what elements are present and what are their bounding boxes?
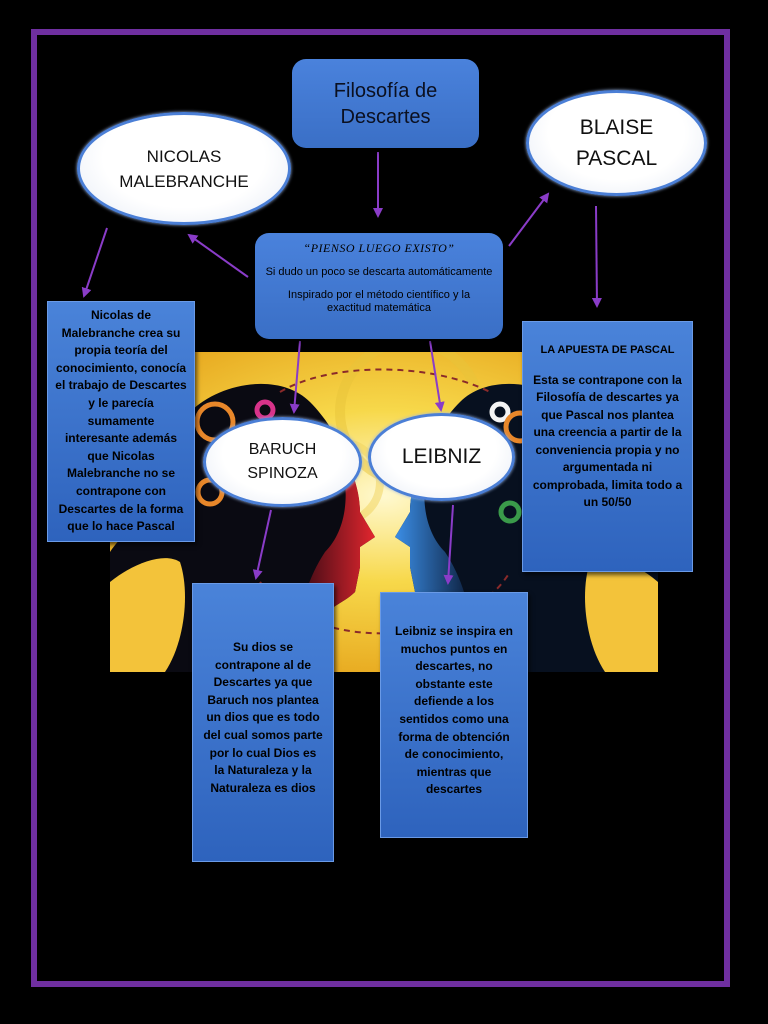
desc-malebranche-text: Nicolas de Malebranche crea su propia te… xyxy=(55,308,187,534)
node-pascal: BLAISE PASCAL xyxy=(526,90,707,196)
node-leibniz: LEIBNIZ xyxy=(368,413,515,501)
node-malebranche-label: NICOLAS MALEBRANCHE xyxy=(119,146,249,191)
arrow-central-to-spinoza xyxy=(289,340,301,414)
central-line2: Inspirado por el método científico y la … xyxy=(287,289,471,314)
arrow-leibniz-to-desc xyxy=(443,504,454,585)
desc-malebranche: Nicolas de Malebranche crea su propia te… xyxy=(47,301,195,542)
arrow-central-to-malebranche xyxy=(187,233,249,278)
desc-pascal-title: LA APUESTA DE PASCAL xyxy=(540,344,675,356)
border-frame xyxy=(31,29,730,987)
node-spinoza: BARUCH SPINOZA xyxy=(203,417,362,507)
desc-spinoza-text: Su dios se contrapone al de Descartes ya… xyxy=(203,640,323,795)
node-malebranche: NICOLAS MALEBRANCHE xyxy=(77,112,291,225)
arrow-malebranche-to-desc xyxy=(81,227,108,298)
arrow-central-to-leibniz xyxy=(429,340,445,412)
desc-spinoza: Su dios se contrapone al de Descartes ya… xyxy=(192,583,334,862)
desc-leibniz: Leibniz se inspira en muchos puntos en d… xyxy=(380,592,528,838)
desc-leibniz-text: Leibniz se inspira en muchos puntos en d… xyxy=(394,624,514,797)
title-box: Filosofía de Descartes xyxy=(292,59,479,148)
arrow-pascal-to-desc xyxy=(591,205,602,308)
desc-pascal-text: Esta se contrapone con la Filosofía de d… xyxy=(532,372,683,510)
desc-pascal: LA APUESTA DE PASCAL Esta se contrapone … xyxy=(522,321,693,572)
central-quote: “PIENSO LUEGO EXISTO” xyxy=(303,241,455,255)
node-leibniz-label: LEIBNIZ xyxy=(401,445,482,468)
node-spinoza-label: BARUCH SPINOZA xyxy=(247,441,318,482)
title-text: Filosofía de Descartes xyxy=(333,79,438,128)
central-line1: Si dudo un poco se descarta automáticame… xyxy=(265,266,493,278)
arrow-central-to-pascal xyxy=(508,192,550,247)
node-pascal-label: BLAISE PASCAL xyxy=(575,116,658,170)
arrow-spinoza-to-desc xyxy=(252,509,272,580)
central-idea-box: “PIENSO LUEGO EXISTO” Si dudo un poco se… xyxy=(255,233,503,339)
